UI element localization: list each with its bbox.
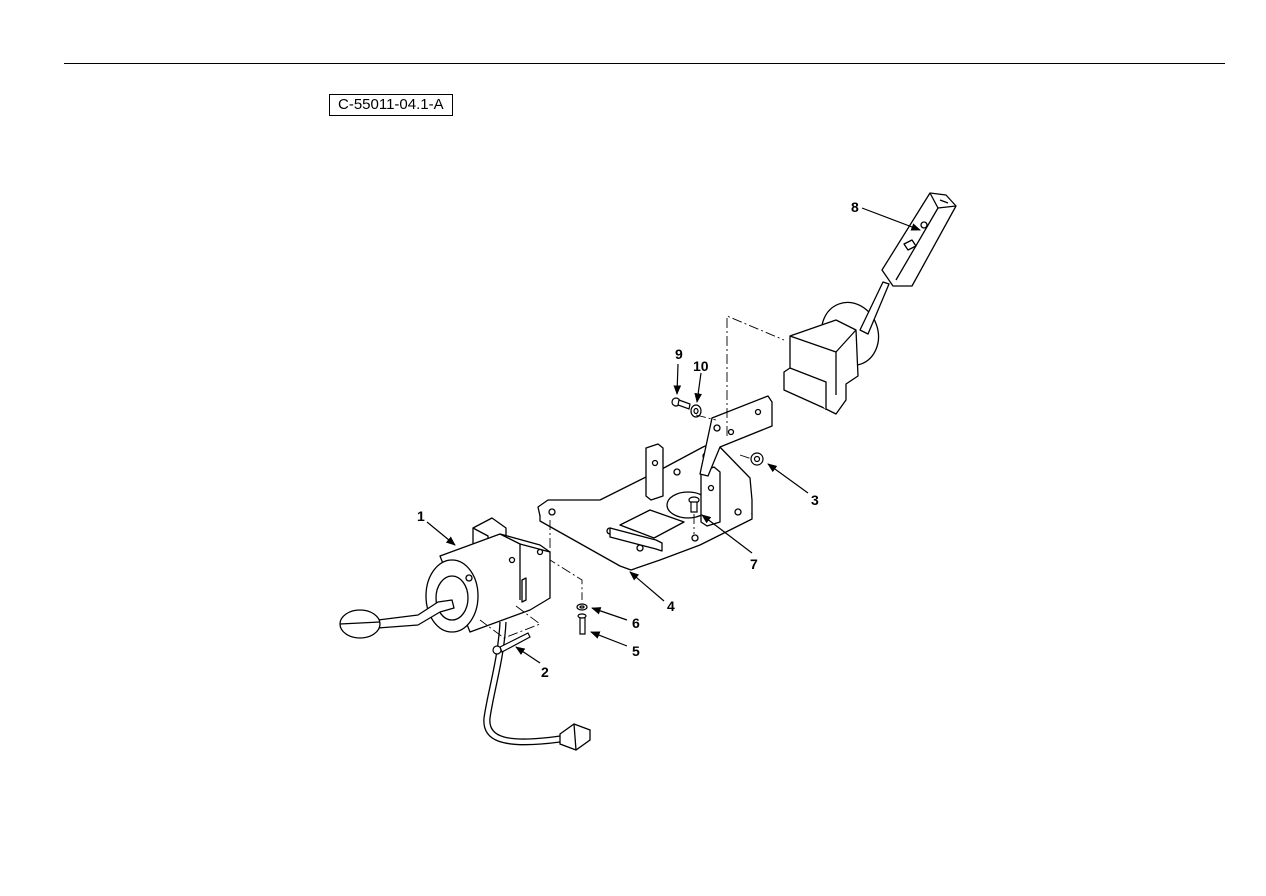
callout-3: 3: [811, 492, 819, 508]
hardware-5-6: [576, 603, 588, 635]
upper-bracket: [699, 395, 773, 477]
figure-id-label: C-55011-04.1-A: [329, 94, 453, 116]
header-rule: [64, 63, 1225, 64]
callout-leaders: [426, 207, 921, 664]
joystick-unit: [339, 517, 551, 639]
leader-1: [426, 521, 456, 546]
leader-10: [694, 372, 702, 403]
callout-8: 8: [851, 199, 859, 215]
callout-2: 2: [541, 664, 549, 680]
leader-3: [767, 463, 809, 494]
hardware-9-10-3: [671, 397, 764, 466]
leader-8: [861, 207, 921, 231]
bolt-7: [688, 496, 700, 513]
leader-5: [590, 631, 628, 647]
callout-10: 10: [693, 358, 709, 374]
callout-5: 5: [632, 643, 640, 659]
callout-4: 4: [667, 598, 675, 614]
callout-6: 6: [632, 615, 640, 631]
callout-1: 1: [417, 508, 425, 524]
screw-2: [492, 632, 531, 655]
cable-harness: [483, 621, 591, 751]
assembly-lines: [479, 315, 785, 639]
callout-numbers: 1 2 3 4 5 6 7 8 9 10: [417, 199, 859, 680]
lower-bracket: [609, 527, 663, 552]
leader-2: [515, 646, 541, 664]
leader-6: [591, 607, 628, 621]
switch-assembly: [783, 192, 957, 415]
leader-9: [673, 363, 682, 395]
plate-tabs: [645, 443, 721, 527]
callout-7: 7: [750, 556, 758, 572]
leader-4: [629, 571, 665, 602]
leader-7: [701, 514, 753, 554]
callout-9: 9: [675, 346, 683, 362]
